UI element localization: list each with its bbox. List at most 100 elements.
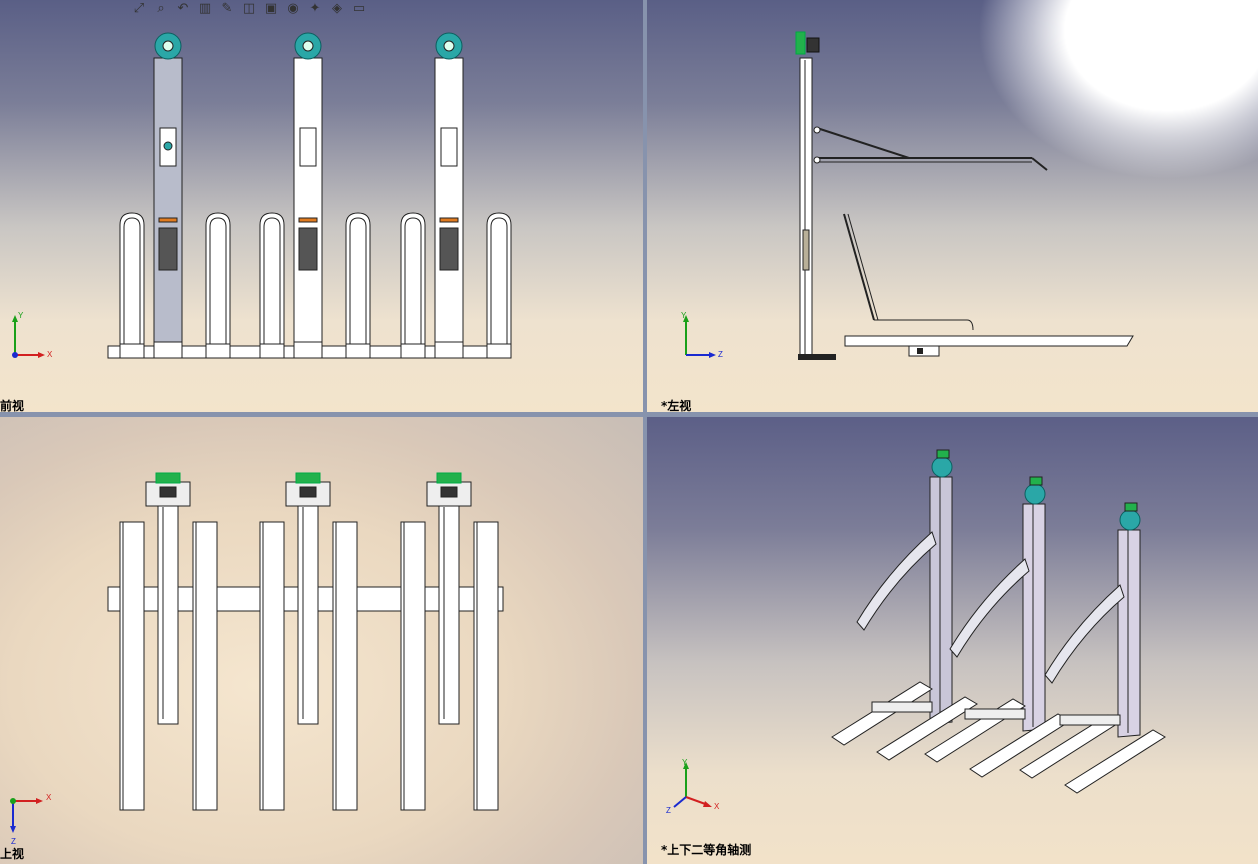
rail-slot [400,521,426,811]
motor-icon [155,472,181,484]
left-view-label: *左视 [661,399,692,412]
arch-foot [400,343,426,359]
dynamic-annotation-icon[interactable]: ✎ [221,1,233,16]
lift-arm [157,501,179,725]
upper-platform [1044,584,1125,684]
iso-axis-x-label: X [714,802,720,811]
front-view-label: 前视 [0,399,25,412]
zoom-area-icon[interactable]: ⌕ [157,1,165,16]
lift-arm [438,501,460,725]
heads-up-toolbar: ⤢ ⌕ ↶ ▥ ✎ ◫ ▣ ◉ ✦ ◈ ▭ [130,0,368,18]
front-view-drawing [107,32,512,359]
viewport-divider-horizontal[interactable] [0,412,1258,417]
column-window [299,127,317,167]
lift-arm [297,501,319,725]
column-band [158,217,178,223]
base-crossbar [964,708,1026,720]
motor-icon [1119,509,1141,531]
display-style-icon[interactable]: ▣ [264,1,278,16]
top-view-label: 上视 [0,847,25,861]
arch-foot [486,343,512,359]
motor-hub [443,40,455,52]
motor-icon [931,456,953,478]
column-foot [153,341,183,359]
arch-foot [345,343,371,359]
left-triad: Y Z [681,311,723,359]
front-axis-x-label: X [47,350,53,359]
column-foot [434,341,464,359]
rail-slot [473,521,499,811]
column [1117,529,1141,738]
motor-icon [295,472,321,484]
iso-axis-y-label: Y [682,758,688,767]
motor-green-cap [1029,476,1043,486]
motor-hub [302,40,314,52]
column-weight [439,227,459,271]
arch-guide-inner [123,217,141,345]
motor-gearbox [159,486,177,498]
hide-show-icon[interactable]: ◉ [287,1,299,16]
ground-rail [831,681,933,746]
arch-guide-inner [263,217,281,345]
front-triad: Y X [12,311,53,359]
view-orientation-icon[interactable]: ◫ [242,1,256,16]
top-axis-x-label: X [46,793,52,802]
column [293,57,323,349]
iso-viewport[interactable]: Y X Z *上下二等角轴测 [647,417,1258,864]
iso-view-drawing [831,449,1166,794]
arch-guide-inner [349,217,367,345]
top-axis-z-label: Z [11,837,16,846]
rail-slot [332,521,358,811]
column-weight [298,227,318,271]
top-triad: X Z [10,793,52,846]
view-settings-icon[interactable]: ▭ [352,1,366,16]
base-crossbar [1059,714,1121,726]
motor-icon [436,472,462,484]
upper-platform [949,558,1030,658]
arch-foot [119,343,145,359]
motor-green-cap [936,449,950,459]
arch-foot [205,343,231,359]
ground-rail [1064,729,1166,794]
iso-axis-z-label: Z [666,806,671,815]
column-weight [158,227,178,271]
motor-gearbox [299,486,317,498]
left-viewport[interactable]: Y Z *左视 [647,0,1258,412]
motor-green-cap [1124,502,1138,512]
arch-foot [259,343,285,359]
column-band [298,217,318,223]
left-axis-y-label: Y [681,311,687,320]
viewport-divider-vertical[interactable] [643,0,647,864]
column-window [440,127,458,167]
motor-icon [1024,483,1046,505]
left-axis-z-label: Z [718,350,723,359]
arch-guide-inner [490,217,508,345]
section-view-icon[interactable]: ▥ [198,1,212,16]
upper-platform [856,531,937,631]
motor-hub [162,40,174,52]
rail-slot [119,521,145,811]
front-viewport[interactable]: ⤢ ⌕ ↶ ▥ ✎ ◫ ▣ ◉ ✦ ◈ ▭ Y X 前视 [0,0,643,412]
base-crossbar [871,701,933,713]
zoom-to-fit-icon[interactable]: ⤢ [133,1,145,16]
column [153,57,183,349]
previous-view-icon[interactable]: ↶ [177,1,189,16]
front-axis-y-label: Y [18,311,24,320]
motor-mount [426,481,472,507]
iso-triad: Y X Z [666,758,720,815]
rail-slot [192,521,218,811]
column [929,476,953,725]
left-view-drawing [795,31,1134,360]
column [1022,503,1046,732]
iso-view-label: *上下二等角轴测 [661,843,752,857]
edit-appearance-icon[interactable]: ✦ [309,1,321,16]
arch-guide-inner [404,217,422,345]
rail-slot [259,521,285,811]
top-viewport[interactable]: X Z 上视 [0,417,643,864]
column [434,57,464,349]
apply-scene-icon[interactable]: ◈ [332,1,342,16]
motor-gearbox [440,486,458,498]
column-foot [293,341,323,359]
top-view-drawing [107,472,504,811]
ground-rail [876,696,978,761]
